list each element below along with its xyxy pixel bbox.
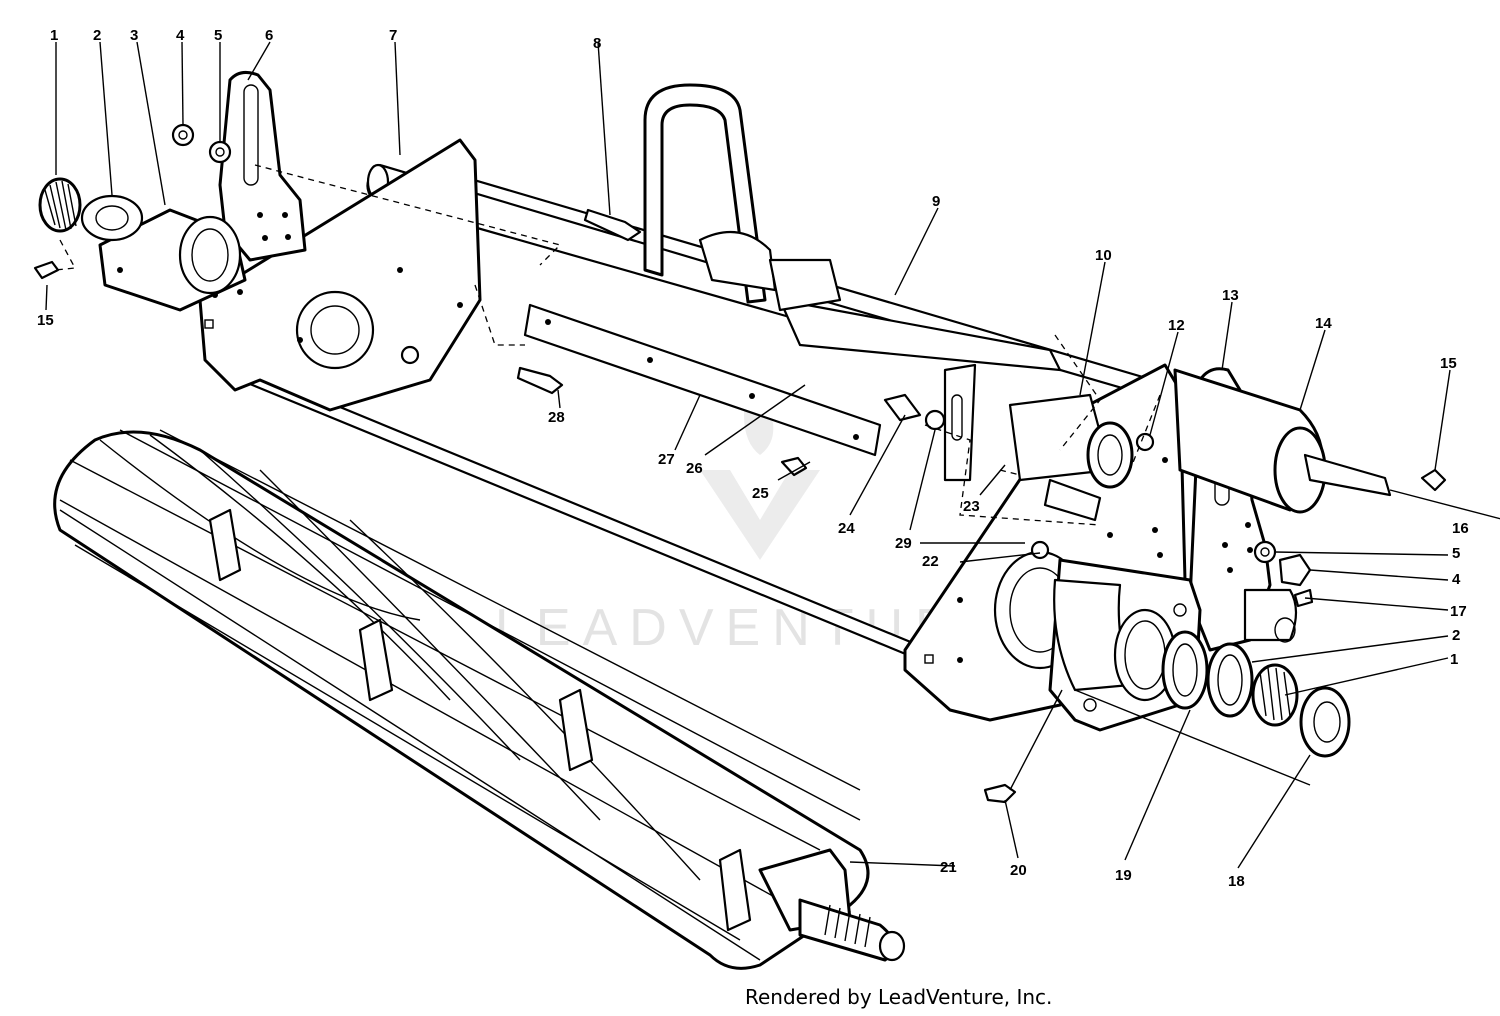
callout-23: 23 <box>963 498 980 515</box>
adjuster-link <box>943 363 977 482</box>
callout-3: 3 <box>130 27 138 44</box>
callout-24: 24 <box>838 520 855 537</box>
callout-10: 10 <box>1095 247 1112 264</box>
callout-1-right: 1 <box>1450 651 1458 668</box>
shaft-16 <box>1303 453 1392 497</box>
callout-14: 14 <box>1315 315 1332 332</box>
callout-1: 1 <box>50 27 58 44</box>
handle-bracket <box>768 258 842 312</box>
bracket-boss <box>1243 588 1298 642</box>
bearing-1 <box>38 177 82 233</box>
right-roller-14 <box>1173 368 1447 514</box>
callout-7: 7 <box>389 27 397 44</box>
bolt-25 <box>780 456 808 477</box>
left-height-bracket <box>218 70 307 262</box>
housing-bore <box>178 215 242 295</box>
nut-4-left <box>171 123 195 147</box>
washer-29 <box>924 409 946 431</box>
bolt-28 <box>516 366 564 395</box>
left-bearing-stack <box>38 177 247 312</box>
left-plate <box>198 138 482 412</box>
callout-25: 25 <box>752 485 769 502</box>
callout-17: 17 <box>1450 603 1467 620</box>
callout-12: 12 <box>1168 317 1185 334</box>
callout-15-left: 15 <box>37 312 54 329</box>
lift-handle <box>643 83 842 312</box>
alignment-lines <box>54 164 1161 526</box>
bolt-8 <box>583 208 642 242</box>
nut-18 <box>1299 686 1351 758</box>
bearing-1-right <box>1251 663 1299 727</box>
callout-27: 27 <box>658 451 675 468</box>
bedknife <box>523 303 882 457</box>
nut-4-right <box>1278 553 1312 587</box>
seal-19 <box>1161 630 1209 710</box>
washer-5-left <box>208 140 232 164</box>
screw-17 <box>1293 588 1314 608</box>
adjuster-spring <box>1043 478 1102 522</box>
render-credit: Rendered by LeadVenture, Inc. <box>745 985 1052 1009</box>
callout-22: 22 <box>922 553 939 570</box>
reel-21 <box>53 429 906 970</box>
seal-2 <box>80 194 144 242</box>
left-plate-bore <box>295 290 375 370</box>
callout-labels: 1 2 3 4 5 6 7 8 9 10 12 13 14 15 15 28 2… <box>37 27 1469 890</box>
callout-21: 21 <box>940 859 957 876</box>
callout-20: 20 <box>1010 862 1027 879</box>
callout-8: 8 <box>593 35 601 52</box>
right-bearing-stack <box>1048 558 1351 758</box>
washer-5-right <box>1253 540 1277 564</box>
grease-fitting-20 <box>983 783 1017 804</box>
callout-15-right: 15 <box>1440 355 1457 372</box>
grease-fitting-15-right <box>1420 468 1447 492</box>
callout-4-right: 4 <box>1452 571 1461 588</box>
callout-13: 13 <box>1222 287 1239 304</box>
bolt-24 <box>883 393 922 422</box>
callout-6: 6 <box>265 27 273 44</box>
callout-18: 18 <box>1228 873 1245 890</box>
left-side-plate <box>198 138 482 412</box>
callout-19: 19 <box>1115 867 1132 884</box>
callout-16: 16 <box>1452 520 1469 537</box>
seal-2-right <box>1206 642 1254 718</box>
handle-bar <box>643 83 767 304</box>
callout-26: 26 <box>686 460 703 477</box>
grease-fitting-15-left <box>33 260 60 280</box>
callout-5: 5 <box>214 27 222 44</box>
callout-9: 9 <box>932 193 940 210</box>
callout-29: 29 <box>895 535 912 552</box>
callout-2-right: 2 <box>1452 627 1460 644</box>
leader-lines <box>45 41 1500 869</box>
callout-4: 4 <box>176 27 185 44</box>
channel-bar <box>778 298 1062 372</box>
nut-22 <box>1030 540 1050 560</box>
adjuster-knob-10 <box>1086 421 1134 489</box>
callout-2: 2 <box>93 27 101 44</box>
callout-28: 28 <box>548 409 565 426</box>
adjuster-assembly <box>883 363 1155 560</box>
callout-5-right: 5 <box>1452 545 1460 562</box>
nut-12 <box>1135 432 1155 452</box>
